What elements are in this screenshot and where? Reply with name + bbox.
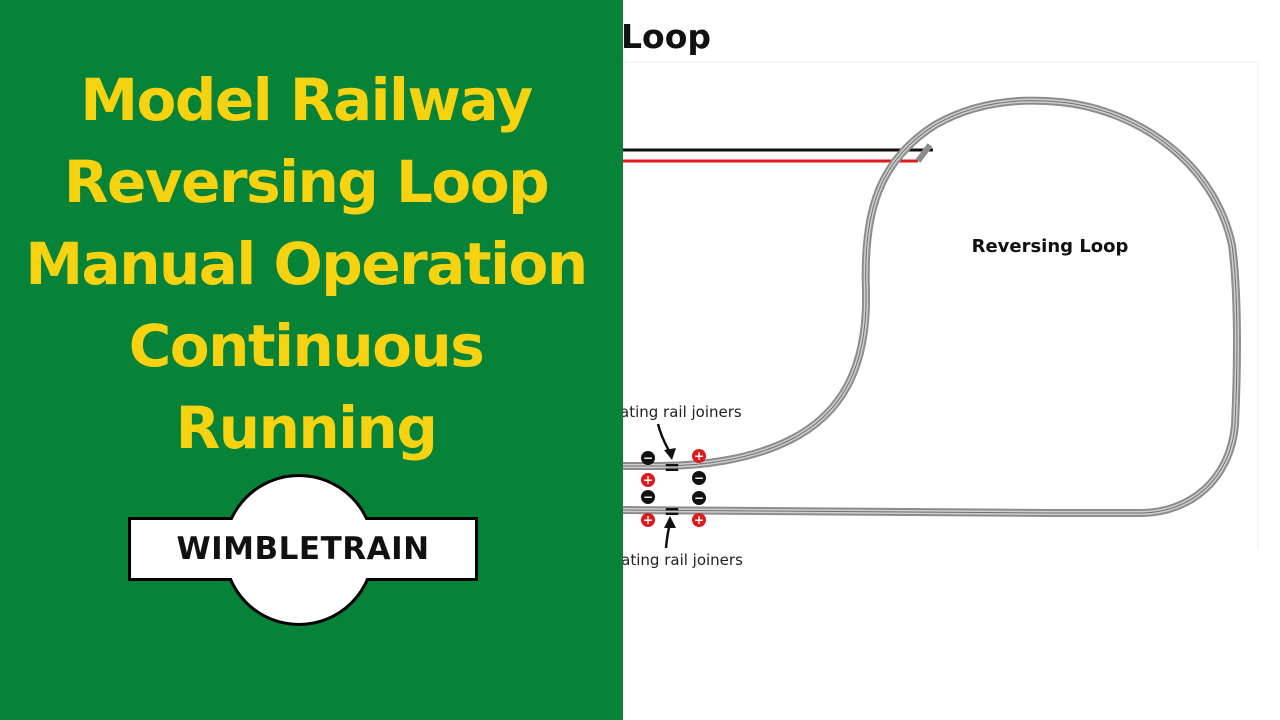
loop-label: Reversing Loop [972, 236, 1129, 257]
logo-text: WIMBLETRAIN [176, 531, 430, 567]
minus-marker [692, 471, 706, 485]
arrow-top [656, 423, 672, 454]
minus-symbol: − [643, 490, 653, 504]
minus-symbol: − [643, 451, 653, 465]
minus-marker [692, 491, 706, 505]
title-line-5: Running [175, 394, 438, 462]
loop-track [623, 96, 1241, 517]
wimbletrain-logo: WIMBLETRAIN [124, 474, 482, 626]
minus-marker [641, 451, 655, 465]
plus-symbol: + [694, 513, 704, 527]
joiner-label-top: ating rail joiners [623, 403, 742, 421]
minus-symbol: − [694, 491, 704, 505]
track-spur [915, 143, 933, 163]
title-panel: Model Railway Reversing Loop Manual Oper… [0, 0, 623, 720]
arrow-bottom-head [664, 516, 676, 528]
joiner-label-bottom: lating rail joiners [623, 551, 743, 569]
plus-symbol: + [694, 449, 704, 463]
diagram-heading: Loop [623, 17, 711, 56]
reversing-loop-diagram: Loop Reversing Loop ating rail joiners l… [623, 17, 1259, 569]
arrow-top-head [664, 448, 676, 460]
minus-marker [641, 490, 655, 504]
diagram-panel: Loop Reversing Loop ating rail joiners l… [623, 0, 1280, 720]
title-line-4: Continuous [128, 312, 485, 380]
title-line-3: Manual Operation [25, 230, 588, 298]
track-rail-inner [623, 100, 1238, 514]
plus-marker [641, 473, 655, 487]
plus-marker [692, 449, 706, 463]
title-line-1: Model Railway [80, 66, 533, 134]
joiner-mark-top: = [664, 455, 681, 479]
plus-symbol: + [643, 513, 653, 527]
polarity-markers: − + − + + − − + [641, 449, 706, 527]
plus-symbol: + [643, 473, 653, 487]
title-line-2: Reversing Loop [63, 148, 550, 216]
minus-symbol: − [694, 471, 704, 485]
joiner-mark-bottom: = [664, 499, 681, 523]
plus-marker [692, 513, 706, 527]
logo-bar-fill [131, 520, 475, 578]
plus-marker [641, 513, 655, 527]
